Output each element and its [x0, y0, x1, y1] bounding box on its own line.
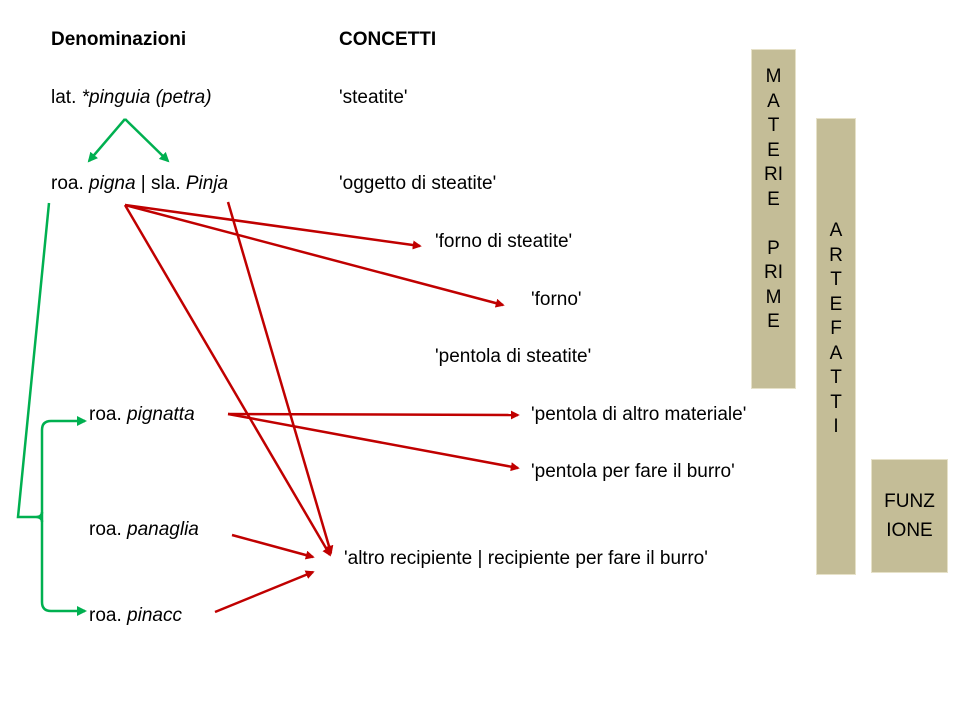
term-latin: lat. *pinguia (petra): [51, 86, 212, 110]
artefatti-letter: T: [830, 269, 842, 290]
term-roa-prefix: roa.: [51, 173, 90, 194]
term-pinacc: roa. pinacc: [89, 604, 182, 628]
artefatti-letter: F: [830, 318, 842, 339]
materie-letter: E: [767, 139, 780, 161]
pigna-to-forno-steatite: [124, 203, 422, 250]
concept-altro-recipiente: 'altro recipiente | recipiente per fare …: [344, 548, 708, 569]
term-pinja-word: Pinja: [185, 173, 229, 194]
pignatta-to-pentola-altro: [227, 410, 520, 420]
materie-letter: T: [767, 115, 780, 136]
header-concetti: CONCETTI: [339, 29, 437, 50]
term-pignatta-prefix: roa.: [89, 404, 128, 425]
green-arrow-left: [87, 118, 126, 163]
term-pignatta-word: pignatta: [127, 404, 195, 425]
artefatti-letter: T: [830, 367, 842, 388]
term-latin-word: *pinguia (petra): [81, 87, 212, 108]
latin-derivation-arrows: [87, 118, 170, 163]
term-panaglia-prefix: roa.: [89, 519, 128, 540]
term-pignatta: roa. pignatta: [89, 403, 195, 427]
artefatti-letter: A: [829, 220, 843, 241]
materie-letter: A: [767, 90, 780, 112]
concept-steatite: 'steatite': [339, 87, 408, 108]
pigna-to-forno: [124, 203, 505, 308]
materie-letter: RI: [764, 164, 783, 185]
materie-letter: E: [767, 188, 780, 210]
materie-letter: RI: [764, 262, 783, 283]
panaglia-to-altro-recipiente: [231, 533, 315, 560]
term-latin-prefix: lat.: [51, 87, 82, 108]
concept-pentola-altro: 'pentola di altro materiale': [531, 404, 747, 425]
funzione-line: FUNZ: [884, 491, 935, 512]
concept-pentola-burro: 'pentola per fare il burro': [531, 461, 735, 482]
header-denominazioni: Denominazioni: [51, 29, 187, 50]
category-materie-prime: M A T E RI E P RI M E: [751, 49, 796, 389]
green-arrow-right: [124, 118, 170, 163]
category-funzione: FUNZ IONE: [871, 459, 948, 573]
materie-letter: E: [767, 311, 780, 332]
pignatta-to-pentola-burro: [227, 412, 520, 472]
artefatti-letter: E: [829, 293, 843, 315]
term-roa-pigna: roa. pigna | sla. Pinja: [51, 172, 228, 196]
concept-forno-steatite: 'forno di steatite': [435, 231, 573, 252]
artefatti-letter: R: [829, 244, 843, 266]
term-panaglia-word: panaglia: [127, 519, 199, 540]
artefatti-letter: T: [830, 391, 842, 413]
bracket-tick: [35, 511, 44, 523]
concept-forno: 'forno': [531, 289, 582, 310]
term-pigna-word: pigna: [89, 173, 136, 194]
pinja-to-altro-recipiente: [226, 201, 334, 555]
bracket-lower: [40, 517, 87, 616]
materie-letter: M: [765, 286, 782, 308]
materie-letter: P: [767, 237, 780, 259]
pinacc-to-altro-recipiente: [214, 570, 315, 614]
term-pinacc-prefix: roa.: [89, 605, 128, 626]
term-pinacc-word: pinacc: [127, 605, 182, 626]
concept-pentola-steatite: 'pentola di steatite': [435, 346, 592, 367]
bracket-upper: [40, 416, 87, 517]
funzione-line: IONE: [886, 520, 933, 541]
category-artefatti: A R T E F A T T I: [816, 118, 856, 575]
derivation-bracket: [16, 202, 87, 616]
bracket-vertical: [16, 202, 51, 519]
term-sla-sep: | sla.: [135, 173, 186, 194]
pigna-to-altro-recipiente: [123, 204, 332, 557]
artefatti-letter: I: [833, 416, 839, 437]
artefatti-letter: A: [829, 342, 843, 364]
term-panaglia: roa. panaglia: [89, 518, 199, 542]
materie-letter: M: [765, 66, 782, 87]
semantic-arrows: [123, 201, 520, 614]
concept-oggetto-steatite: 'oggetto di steatite': [339, 173, 497, 194]
